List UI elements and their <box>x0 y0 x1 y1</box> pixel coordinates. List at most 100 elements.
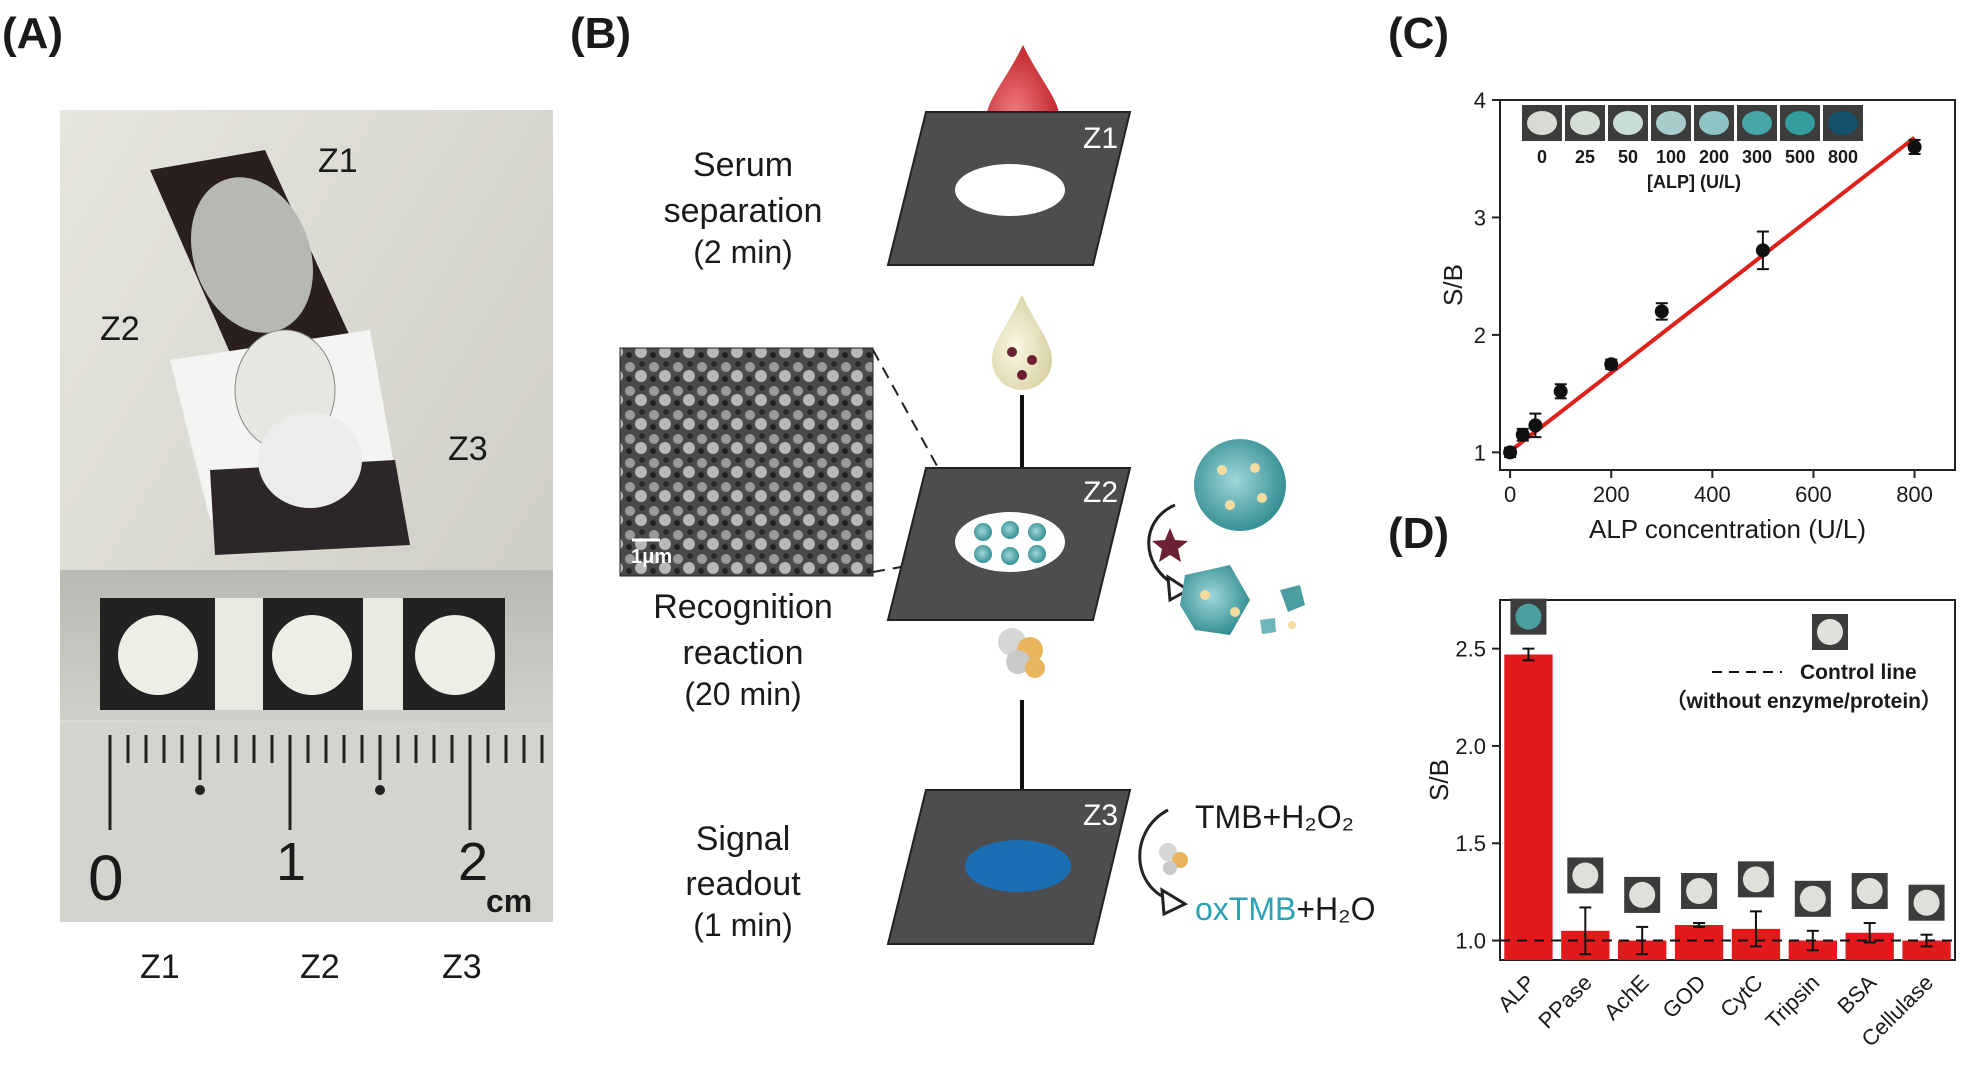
category-label: PPase <box>1533 970 1597 1034</box>
y-axis-label-c: S/B <box>1438 264 1468 306</box>
strip-tape-2 <box>363 598 403 710</box>
well-image <box>1799 885 1826 912</box>
y-tick-label-c: 3 <box>1474 205 1486 230</box>
fit-line <box>1508 136 1916 453</box>
nanoflower-broken-icon <box>1180 565 1305 635</box>
category-label: Tripsin <box>1761 970 1825 1034</box>
plot-frame-d <box>1499 599 1956 961</box>
photo-label-z3: Z3 <box>448 430 488 468</box>
zone-z2-plate: Z2 <box>886 467 1132 621</box>
data-point-c <box>1528 418 1543 433</box>
x-axis-label-c: ALP concentration (U/L) <box>1589 514 1866 544</box>
inset-concentration-label: 500 <box>1785 147 1815 167</box>
bottom-label-z1: Z1 <box>140 948 180 986</box>
x-tick-label-c: 400 <box>1694 482 1731 507</box>
z3-plate-label: Z3 <box>1083 799 1118 832</box>
bottom-label-z3: Z3 <box>442 948 482 986</box>
product-oxtmb: oxTMB+H₂O <box>1195 891 1375 927</box>
curved-arrow-readout <box>1138 808 1171 902</box>
photo-label-z1: Z1 <box>318 142 358 180</box>
well-image <box>1686 878 1713 905</box>
inset-well <box>1699 111 1729 135</box>
well-image <box>1913 889 1940 916</box>
inset-well <box>1570 111 1600 135</box>
target-star-icon <box>1152 528 1188 562</box>
photo-label-z2: Z2 <box>100 310 140 348</box>
reagent-tmb-h2o2: TMB+H₂O₂ <box>1195 799 1354 835</box>
fold-z3-window <box>258 412 362 508</box>
inset-concentration-label: 25 <box>1575 147 1595 167</box>
y-tick-label-d: 1.0 <box>1455 929 1486 954</box>
step3-line2: readout <box>685 865 801 903</box>
scale-bar-label: 1μm <box>631 546 672 568</box>
data-point-c <box>1907 139 1922 154</box>
panel-d-label: (D) <box>1388 509 1449 558</box>
inset-concentration-label: 300 <box>1742 147 1772 167</box>
legend-well <box>1817 619 1843 645</box>
sem-image: 1μm <box>619 347 874 577</box>
well-image <box>1856 878 1883 905</box>
well-image <box>1629 881 1656 908</box>
x-tick-label-c: 600 <box>1795 482 1832 507</box>
legend-control-sublabel: （without enzyme/protein） <box>1665 689 1942 713</box>
step-serum-separation: Serum separation (2 min) <box>664 146 823 270</box>
y-tick-label-c: 1 <box>1474 440 1486 465</box>
enzyme-small-icon <box>1159 843 1188 875</box>
fold-z1-window <box>191 177 313 333</box>
legend-control-label: Control line <box>1800 661 1917 684</box>
strip-z1-pad <box>118 615 198 695</box>
inset-well <box>1742 111 1772 135</box>
data-point-c <box>1755 243 1770 258</box>
data-point-c <box>1553 384 1568 399</box>
step3-line1: Signal <box>696 820 791 858</box>
x-tick-label-c: 800 <box>1896 482 1933 507</box>
category-label: AchE <box>1599 970 1654 1025</box>
y-tick-label-c: 4 <box>1474 88 1486 113</box>
step1-line2: separation <box>664 192 823 230</box>
inset-well <box>1656 111 1686 135</box>
data-point-c <box>1654 304 1669 319</box>
step-signal-readout: Signal readout (1 min) <box>685 820 801 943</box>
x-tick-label-c: 200 <box>1593 482 1630 507</box>
bottom-label-z2: Z2 <box>300 948 340 986</box>
ruler-dot <box>375 785 385 795</box>
category-label: GOD <box>1657 970 1710 1023</box>
step1-line1: Serum <box>693 146 793 184</box>
bar-d <box>1902 940 1951 960</box>
step1-time: (2 min) <box>693 234 793 270</box>
curved-arrow-recognition <box>1147 503 1176 587</box>
ruler-unit: cm <box>486 883 532 919</box>
inset-concentration-label: 50 <box>1618 147 1638 167</box>
zone-z3-plate: Z3 <box>886 789 1132 945</box>
inset-well <box>1828 111 1858 135</box>
step-recognition-reaction: Recognition reaction (20 min) <box>653 588 833 712</box>
y-tick-label-d: 2.5 <box>1455 637 1486 662</box>
inset-concentration-label: 800 <box>1828 147 1858 167</box>
z3-colored-spot <box>965 840 1071 892</box>
well-image <box>1742 866 1769 893</box>
panel-a-label: (A) <box>2 9 63 58</box>
x-tick-label-c: 0 <box>1504 482 1516 507</box>
z1-plate-label: Z1 <box>1083 122 1118 155</box>
ruler-dot <box>195 785 205 795</box>
data-point-c <box>1515 427 1530 442</box>
strip-tape-1 <box>215 598 263 710</box>
panel-c-label: (C) <box>1388 9 1449 58</box>
data-point-c <box>1503 445 1518 460</box>
step2-line2: reaction <box>683 634 804 672</box>
data-point-c <box>1604 357 1619 372</box>
inset-axis-label: [ALP] (U/L) <box>1647 172 1741 192</box>
product-h2o: +H₂O <box>1296 891 1375 927</box>
y-tick-label-d: 2.0 <box>1455 734 1486 759</box>
step3-time: (1 min) <box>693 907 793 943</box>
inset-concentration-label: 0 <box>1537 147 1547 167</box>
ruler-ticks <box>108 735 544 830</box>
inset-concentration-label: 100 <box>1656 147 1686 167</box>
z1-window <box>955 164 1065 216</box>
zone-z1-plate: Z1 <box>886 111 1132 266</box>
well-image <box>1572 862 1599 889</box>
bar-d <box>1674 924 1724 960</box>
inset-concentration-label: 200 <box>1699 147 1729 167</box>
